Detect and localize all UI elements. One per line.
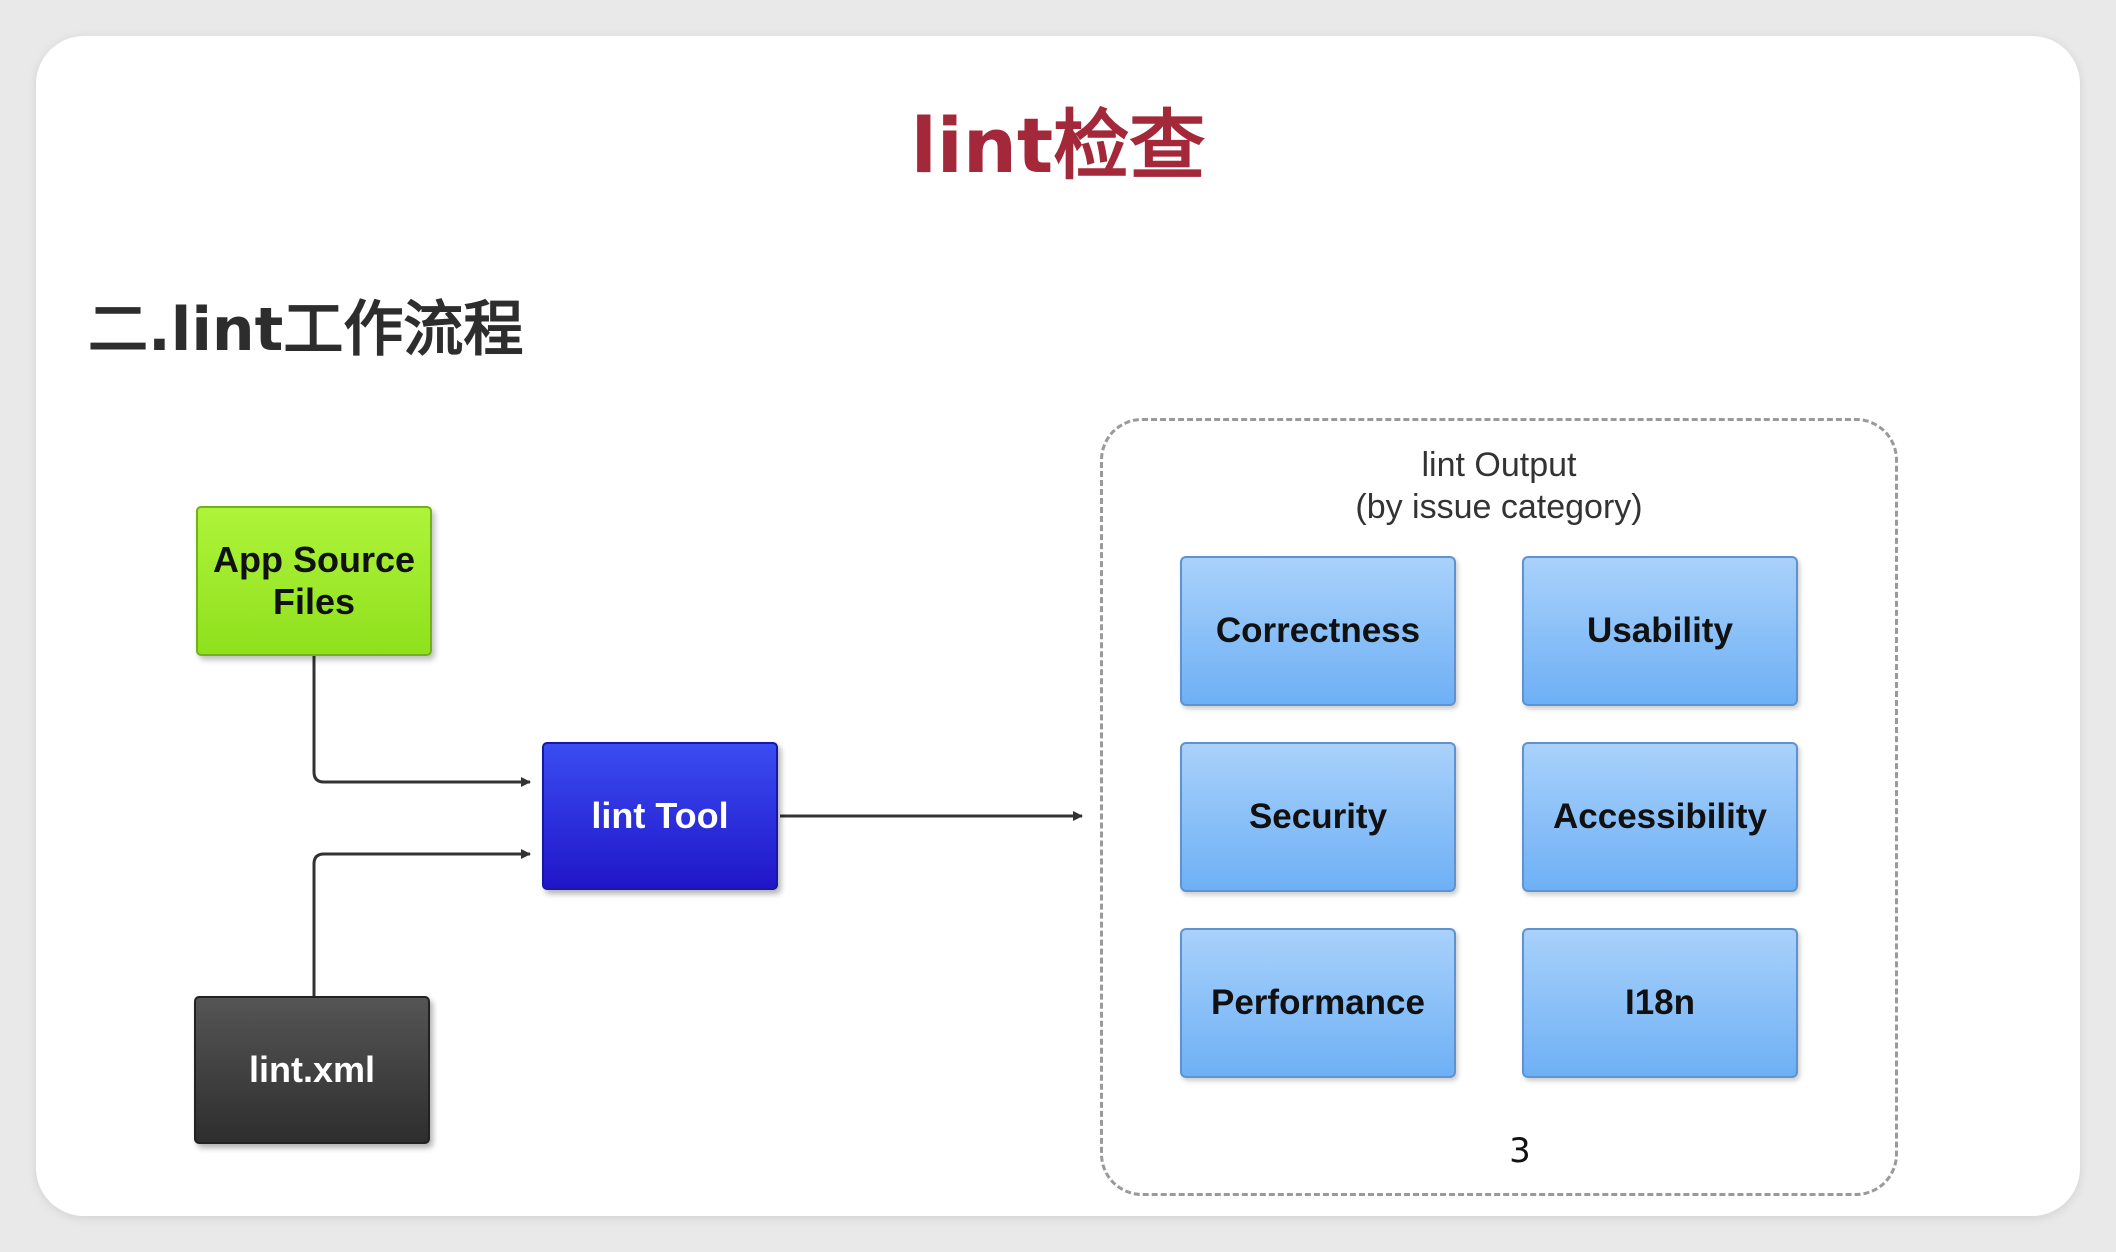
lint-tool-box: lint Tool: [542, 742, 778, 890]
section-heading: 二.lint工作流程: [88, 295, 524, 365]
category-security: Security: [1180, 742, 1456, 892]
category-i18n: I18n: [1522, 928, 1798, 1078]
lint-output-sublabel: (by issue category): [1355, 488, 1643, 526]
category-correctness: Correctness: [1180, 556, 1456, 706]
category-accessibility: Accessibility: [1522, 742, 1798, 892]
lint-output-label: lint Output: [1421, 446, 1577, 484]
arrow-app-source-to-tool: [312, 656, 531, 787]
app-source-files-box: App Source Files: [196, 506, 432, 656]
category-usability: Usability: [1522, 556, 1798, 706]
category-label: Security: [1248, 797, 1388, 836]
category-label: Usability: [1587, 611, 1733, 650]
lint-xml-box: lint.xml: [194, 996, 430, 1144]
category-label: Performance: [1211, 983, 1425, 1022]
lint-xml-label: lint.xml: [248, 1049, 376, 1090]
app-source-files-label: App Source Files: [212, 538, 416, 622]
lint-tool-label: lint Tool: [591, 795, 729, 836]
page-number: 3: [1509, 1131, 1531, 1171]
lint-output-frame: [1100, 418, 1898, 1196]
category-label: Correctness: [1215, 611, 1421, 650]
slide-title: lint检查: [910, 101, 1206, 190]
category-performance: Performance: [1180, 928, 1456, 1078]
category-label: Accessibility: [1553, 797, 1767, 836]
arrow-lint-xml-to-tool: [312, 849, 531, 996]
category-label: I18n: [1624, 983, 1696, 1022]
